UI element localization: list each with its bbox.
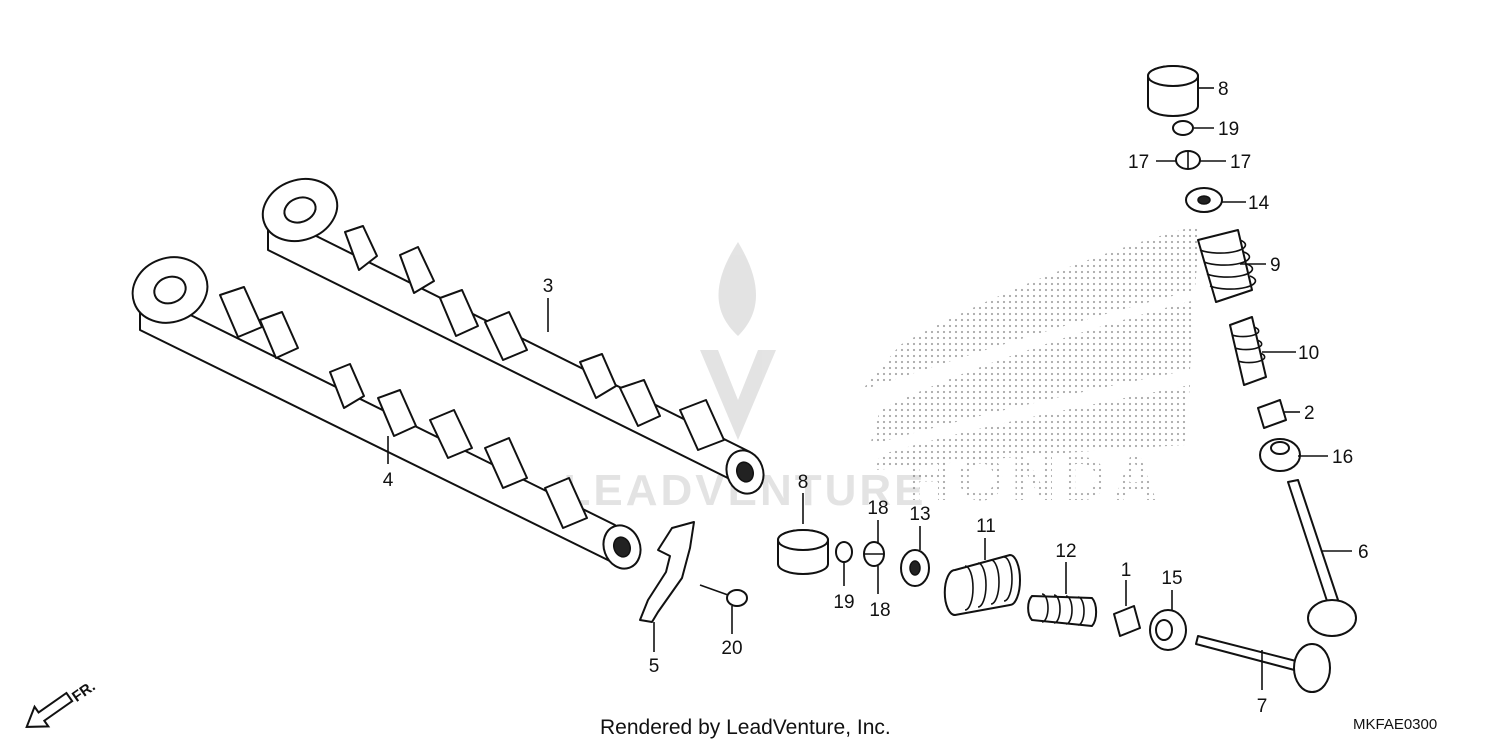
- callout-15: 15: [1161, 568, 1182, 589]
- spring-seat-upper: [1259, 438, 1301, 472]
- inner-spring-upper: [1229, 316, 1267, 386]
- callout-18-bottom: 18: [869, 600, 890, 621]
- camshaft-lower: [131, 256, 642, 570]
- callout-16: 16: [1332, 447, 1353, 468]
- diagram-code: MKFAE0300: [1353, 716, 1438, 733]
- valve-upper: [1287, 479, 1357, 637]
- callout-3: 3: [543, 276, 554, 297]
- direction-arrow-icon: [25, 691, 74, 728]
- tappet-lower: [777, 529, 829, 575]
- retainer-lower: [900, 549, 930, 587]
- callout-18-top: 18: [867, 498, 888, 519]
- callout-20: 20: [721, 638, 742, 659]
- callout-labels: 3 4 5 20 8 19 18 18 13 11 12 1 15 7 6 16…: [383, 79, 1369, 717]
- callout-10: 10: [1298, 343, 1319, 364]
- callout-5: 5: [649, 656, 660, 677]
- callout-8-upper: 8: [1218, 79, 1229, 100]
- spring-seat-lower: [1149, 609, 1187, 651]
- leader-lines: [387, 87, 1352, 690]
- callout-4: 4: [383, 470, 394, 491]
- callout-6: 6: [1358, 542, 1369, 563]
- callout-19-upper: 19: [1218, 119, 1239, 140]
- outer-spring-lower: [943, 554, 1021, 616]
- tappet-upper: [1147, 65, 1199, 117]
- honda-watermark-text: HONDA: [906, 445, 1163, 514]
- callout-19-lower: 19: [833, 592, 854, 613]
- outer-spring-upper: [1197, 229, 1257, 303]
- shim-lower: [835, 541, 853, 563]
- callout-8-lower: 8: [798, 472, 809, 493]
- callout-17-right: 17: [1230, 152, 1251, 173]
- callout-9: 9: [1270, 255, 1281, 276]
- callout-17-left: 17: [1128, 152, 1149, 173]
- callout-1: 1: [1121, 560, 1132, 581]
- stem-seal-lower: [1113, 605, 1141, 637]
- callout-11: 11: [976, 516, 996, 537]
- callout-7: 7: [1257, 696, 1268, 717]
- retainer-upper: [1185, 187, 1223, 213]
- honda-wing-watermark: HONDA: [862, 225, 1200, 514]
- shim-upper: [1172, 120, 1194, 136]
- stem-seal-upper: [1257, 399, 1287, 429]
- cotter-lower: [863, 541, 885, 567]
- cam-bracket: [639, 521, 695, 623]
- camshaft-upper: [261, 177, 765, 495]
- bolt: [699, 584, 748, 607]
- callout-12: 12: [1055, 541, 1076, 562]
- inner-spring-lower: [1027, 593, 1098, 627]
- callout-14: 14: [1248, 193, 1270, 214]
- valve-lower: [1195, 635, 1331, 693]
- footer: Rendered by LeadVenture, Inc. MKFAE0300: [0, 716, 1500, 746]
- credit-text: Rendered by LeadVenture, Inc.: [600, 716, 891, 739]
- callout-13: 13: [909, 504, 930, 525]
- cotter-upper: [1175, 150, 1201, 170]
- callout-2: 2: [1304, 403, 1315, 424]
